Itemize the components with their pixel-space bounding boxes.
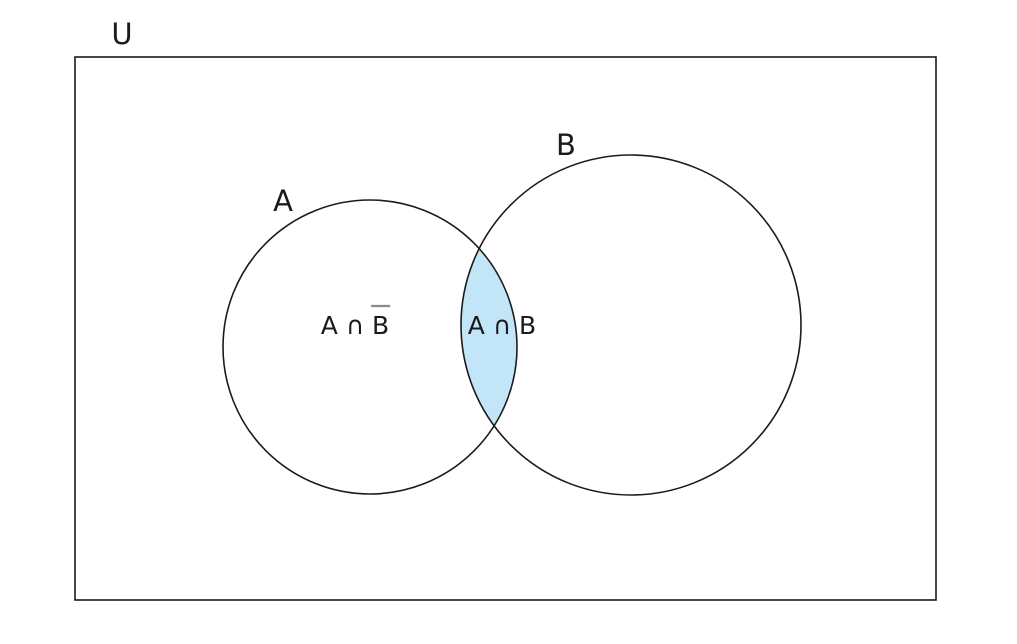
set-a-label: A (273, 184, 293, 218)
region-label-a-and-b: A ∩ B (468, 311, 536, 340)
intersection-region-shading (460, 248, 517, 426)
universal-set-label: U (111, 17, 132, 51)
set-a-circle (222, 199, 518, 495)
set-b-circle (460, 154, 802, 496)
set-b-label: B (556, 128, 576, 162)
region-label-a-not-b: A ∩ B (321, 311, 389, 340)
